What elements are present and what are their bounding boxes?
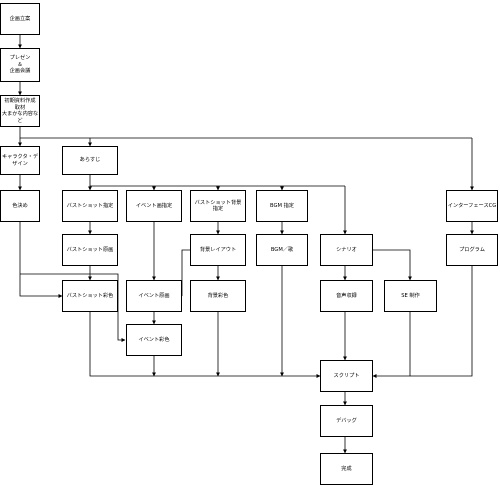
node-haikei-layout: 背景レイアウト bbox=[190, 234, 246, 266]
node-bgm-shitei: BGM 指定 bbox=[256, 190, 308, 222]
node-bust-saishoku: バストショット彩色 bbox=[62, 280, 118, 312]
edge-layout-event-genga bbox=[180, 249, 190, 297]
node-presen: プレゼン ＆ 企画会議 bbox=[0, 48, 40, 82]
node-interface: インターフェースCG bbox=[446, 190, 498, 222]
edge-program-script bbox=[410, 266, 473, 377]
edge-se-script bbox=[372, 312, 411, 378]
node-event-shitei: イベント画指定 bbox=[126, 190, 182, 222]
node-se: SE 制作 bbox=[384, 280, 437, 312]
node-bust-shitei: バストショット指定 bbox=[62, 190, 118, 222]
node-shoki: 初期資料作成 取材 大まかな内容など bbox=[0, 95, 40, 127]
node-haikei-saishoku: 背景彩色 bbox=[190, 280, 246, 312]
node-program: プログラム bbox=[446, 234, 498, 266]
edge-arasuji-branch bbox=[89, 175, 345, 187]
node-onsei: 音声収録 bbox=[320, 280, 373, 312]
node-bgm-uta: BGM／歌 bbox=[256, 234, 308, 266]
node-chara: キャラクタ・デザイン bbox=[0, 146, 40, 175]
node-iroki: 色決め bbox=[0, 190, 40, 222]
node-debug: デバッグ bbox=[320, 405, 373, 437]
edge-bust-saishoku-script bbox=[89, 312, 321, 378]
node-kikaku: 企画立案 bbox=[0, 3, 40, 35]
node-script: スクリプト bbox=[320, 360, 373, 392]
edge-joint-event-saishoku bbox=[20, 273, 126, 342]
node-arasuji: あらすじ bbox=[62, 146, 118, 175]
node-scenario: シナリオ bbox=[320, 234, 373, 266]
edge-shoki-branch bbox=[19, 127, 472, 139]
node-event-genga: イベント原画 bbox=[126, 280, 182, 312]
edge-scenario-se bbox=[373, 249, 412, 281]
node-kansei: 完成 bbox=[320, 453, 373, 485]
node-bust-haikei-shitei: バストショット背景 指定 bbox=[190, 190, 246, 222]
node-bust-genga: バストショット原画 bbox=[62, 234, 118, 266]
node-event-saishoku: イベント彩色 bbox=[126, 324, 182, 356]
edge-iroki-bust-saishoku bbox=[19, 222, 63, 298]
